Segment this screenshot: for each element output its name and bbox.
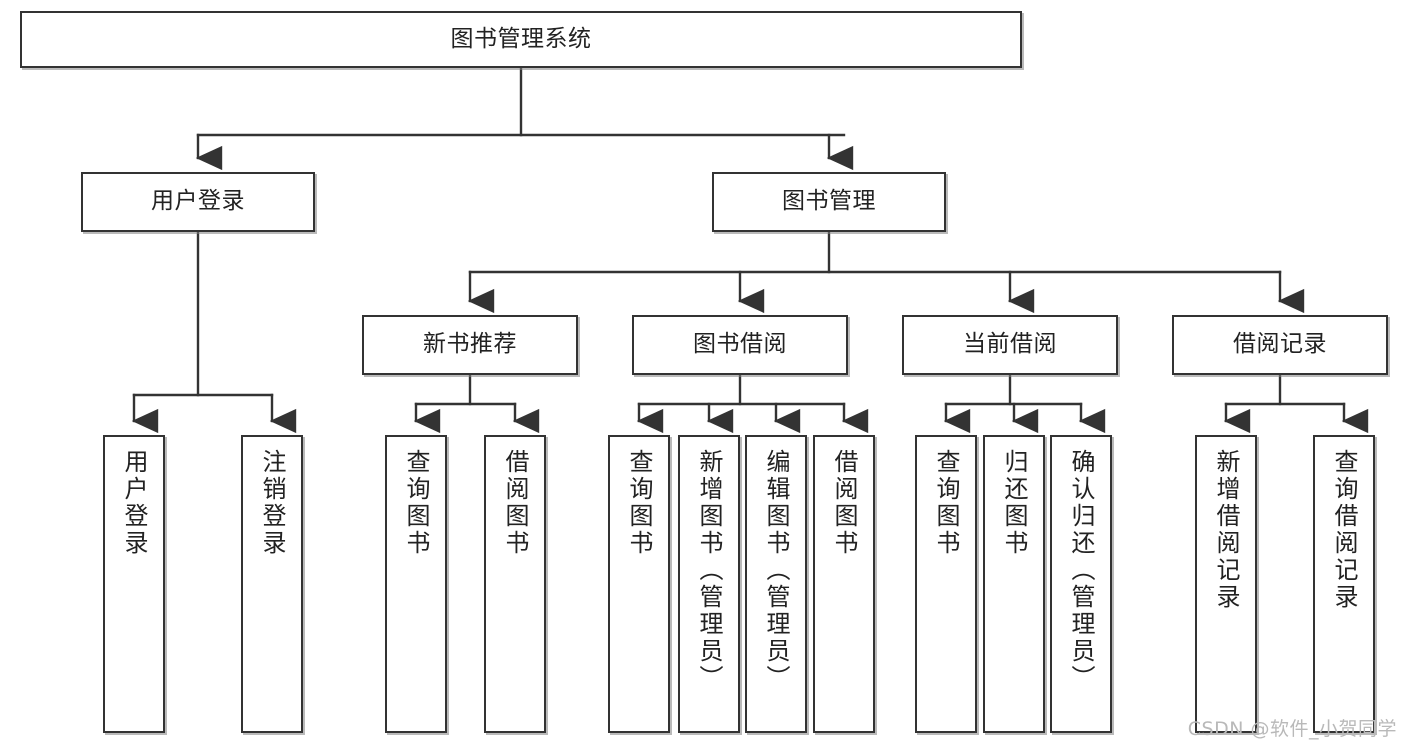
node-label: 注销登录 xyxy=(258,449,286,557)
node-label: 查询图书 xyxy=(402,449,430,557)
node-current-borrow[interactable]: 当前借阅 xyxy=(902,315,1118,375)
node-label: 新增借阅记录 xyxy=(1212,449,1240,611)
node-label: 用户登录 xyxy=(151,188,245,215)
node-leaf-query-record[interactable]: 查询借阅记录 xyxy=(1313,435,1375,733)
node-root-system[interactable]: 图书管理系统 xyxy=(20,11,1022,68)
node-user-login[interactable]: 用户登录 xyxy=(81,172,315,232)
node-label: 查询借阅记录 xyxy=(1330,449,1358,611)
node-label: 查询图书 xyxy=(932,449,960,557)
node-new-book-rec[interactable]: 新书推荐 xyxy=(362,315,578,375)
node-label: 借阅图书 xyxy=(830,449,858,557)
node-leaf-user-login[interactable]: 用户登录 xyxy=(103,435,165,733)
node-label: 确认归还（管理员） xyxy=(1067,449,1095,692)
node-label: 图书借阅 xyxy=(693,331,787,358)
watermark: CSDN @软件_小贺同学 xyxy=(1187,718,1397,740)
node-leaf-borrow-book-rec[interactable]: 借阅图书 xyxy=(484,435,546,733)
node-label: 借阅图书 xyxy=(501,449,529,557)
node-leaf-confirm-return[interactable]: 确认归还（管理员） xyxy=(1050,435,1112,733)
node-label: 归还图书 xyxy=(1000,449,1028,557)
node-leaf-query-book-rec[interactable]: 查询图书 xyxy=(385,435,447,733)
node-label: 新书推荐 xyxy=(423,331,517,358)
node-leaf-query-book-brw[interactable]: 查询图书 xyxy=(608,435,670,733)
node-label: 用户登录 xyxy=(120,449,148,557)
node-book-borrow[interactable]: 图书借阅 xyxy=(632,315,848,375)
node-leaf-add-book[interactable]: 新增图书（管理员） xyxy=(678,435,740,733)
node-leaf-add-record[interactable]: 新增借阅记录 xyxy=(1195,435,1257,733)
node-label: 图书管理 xyxy=(782,188,876,215)
node-leaf-user-logout[interactable]: 注销登录 xyxy=(241,435,303,733)
node-label: 借阅记录 xyxy=(1233,331,1327,358)
node-leaf-return-book[interactable]: 归还图书 xyxy=(983,435,1045,733)
node-book-manage[interactable]: 图书管理 xyxy=(712,172,946,232)
node-leaf-edit-book[interactable]: 编辑图书（管理员） xyxy=(745,435,807,733)
node-borrow-record[interactable]: 借阅记录 xyxy=(1172,315,1388,375)
node-leaf-query-book-cur[interactable]: 查询图书 xyxy=(915,435,977,733)
node-label: 图书管理系统 xyxy=(450,25,592,52)
node-label: 当前借阅 xyxy=(963,331,1057,358)
node-label: 编辑图书（管理员） xyxy=(762,449,790,692)
node-label: 新增图书（管理员） xyxy=(695,449,723,692)
node-leaf-borrow-book-brw[interactable]: 借阅图书 xyxy=(813,435,875,733)
node-label: 查询图书 xyxy=(625,449,653,557)
